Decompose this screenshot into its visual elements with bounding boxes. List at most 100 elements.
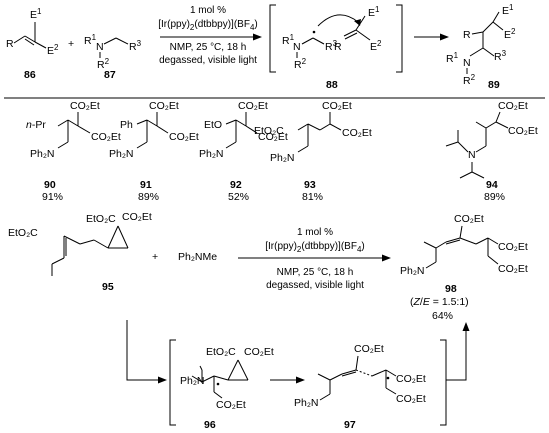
svg-text:EtO: EtO — [204, 119, 222, 131]
compound-89-structure: E1 E2 R R3 R1 N R2 — [446, 3, 516, 87]
svg-text:Ph₂N: Ph₂N — [30, 148, 55, 160]
svg-text:[Ir(ppy)2(dtbbpy)](BF4): [Ir(ppy)2(dtbbpy)](BF4) — [158, 19, 258, 32]
r-label: R — [6, 38, 14, 50]
svg-text:E2: E2 — [370, 39, 382, 53]
svg-text:CO₂Et: CO₂Et — [498, 100, 528, 112]
svg-text:R2: R2 — [463, 73, 476, 87]
svg-text:R3: R3 — [325, 39, 338, 53]
yield-98: 64% — [432, 310, 453, 322]
svg-text:NMP, 25 °C, 18 h: NMP, 25 °C, 18 h — [170, 42, 247, 53]
compound-label-91: 91 — [140, 179, 152, 191]
svg-text:Ph₂N: Ph₂N — [180, 375, 205, 387]
svg-text:CO₂Et: CO₂Et — [396, 393, 426, 405]
yield-93: 81% — [302, 191, 323, 203]
svg-text:CO₂Et: CO₂Et — [122, 211, 152, 223]
yield-90: 91% — [42, 191, 63, 203]
arrowhead — [253, 33, 262, 41]
svg-text:E1: E1 — [502, 3, 514, 17]
svg-text:degassed, visible light: degassed, visible light — [159, 55, 257, 66]
compound-93-structure: CO₂Et CO₂Et EtO₂C Ph₂N — [254, 100, 372, 164]
compound-label-96: 96 — [204, 419, 216, 431]
svg-text:R2: R2 — [294, 57, 307, 71]
compound-88-structure: R1 N R2 R3 E1 E2 R — [282, 5, 382, 71]
svg-text:NMP, 25 °C, 18 h: NMP, 25 °C, 18 h — [277, 267, 354, 278]
svg-text:CO₂Et: CO₂Et — [396, 373, 426, 385]
yield-92: 52% — [228, 191, 249, 203]
reagent-ph2nme: Ph₂NMe — [178, 251, 217, 263]
mid-conditions: 1 mol % [Ir(ppy)2(dtbbpy)](BF4) NMP, 25 … — [265, 227, 365, 291]
svg-text:CO₂Et: CO₂Et — [149, 100, 179, 112]
plus-sign-2: + — [152, 251, 158, 263]
svg-text:CO₂Et: CO₂Et — [258, 131, 288, 143]
compound-label-88: 88 — [326, 79, 338, 91]
compound-96-structure: EtO₂C CO₂Et CO₂Et Ph₂N — [180, 346, 274, 411]
svg-text:CO₂Et: CO₂Et — [244, 346, 274, 358]
svg-text:CO₂Et: CO₂Et — [169, 131, 199, 143]
svg-text:Ph₂N: Ph₂N — [400, 265, 425, 277]
bracket-right — [396, 4, 403, 73]
compound-97-structure: CO₂Et CO₂Et CO₂Et Ph₂N — [294, 343, 426, 409]
compound-label-98: 98 — [445, 283, 457, 295]
svg-text:n-Pr: n-Pr — [26, 119, 46, 131]
svg-text:N: N — [468, 149, 476, 161]
svg-text:CO₂Et: CO₂Et — [342, 127, 372, 139]
svg-text:CO₂Et: CO₂Et — [216, 399, 246, 411]
svg-text:N: N — [463, 57, 471, 69]
svg-text:Ph: Ph — [120, 119, 133, 131]
svg-text:CO₂Et: CO₂Et — [91, 131, 121, 143]
svg-text:E1: E1 — [368, 5, 380, 19]
svg-text:E2: E2 — [504, 27, 516, 41]
svg-text:R3: R3 — [494, 49, 507, 63]
svg-text:EtO₂C: EtO₂C — [8, 227, 38, 239]
svg-text:Ph₂N: Ph₂N — [294, 397, 319, 409]
compound-98-structure: CO₂Et CO₂Et CO₂Et Ph₂N — [400, 213, 528, 277]
mech-bracket-right — [440, 339, 447, 426]
compound-label-92: 92 — [230, 179, 242, 191]
svg-text:CO₂Et: CO₂Et — [508, 125, 538, 137]
flow-line-to-96 — [126, 320, 160, 381]
svg-text:R1: R1 — [446, 51, 459, 65]
compound-label-86: 86 — [24, 69, 36, 81]
svg-text:Ph₂N: Ph₂N — [199, 148, 224, 160]
svg-text:R: R — [334, 41, 342, 53]
compound-label-94: 94 — [486, 179, 498, 191]
svg-text:R1: R1 — [282, 33, 295, 47]
compound-87-structure: R1 N R2 R3 — [84, 33, 142, 71]
flow-line-to-98 — [446, 330, 467, 381]
svg-text:degassed, visible light: degassed, visible light — [266, 280, 364, 291]
compound-label-87: 87 — [104, 69, 116, 81]
compound-92-structure: EtO CO₂Et CO₂Et Ph₂N — [199, 100, 288, 160]
compound-94-structure: CO₂Et CO₂Et N — [445, 100, 538, 179]
svg-text:CO₂Et: CO₂Et — [322, 100, 352, 112]
mech-bracket-left — [169, 339, 176, 426]
svg-text:1 mol %: 1 mol % — [297, 227, 333, 238]
compound-90-structure: n-Pr CO₂Et CO₂Et Ph₂N — [26, 100, 121, 160]
yield-91: 89% — [138, 191, 159, 203]
plus-sign: + — [68, 38, 74, 50]
svg-text:1 mol %: 1 mol % — [190, 5, 226, 16]
compound-91-structure: Ph CO₂Et CO₂Et Ph₂N — [109, 100, 199, 160]
svg-text:CO₂Et: CO₂Et — [454, 213, 484, 225]
svg-text:N: N — [293, 41, 301, 53]
compound-label-97: 97 — [344, 419, 356, 431]
svg-text:R: R — [463, 29, 471, 41]
svg-text:CO₂Et: CO₂Et — [498, 241, 528, 253]
svg-text:EtO₂C: EtO₂C — [206, 346, 236, 358]
svg-text:EtO₂C: EtO₂C — [254, 125, 284, 137]
r2-label: R2 — [97, 57, 110, 71]
top-conditions: 1 mol % [Ir(ppy)2(dtbbpy)](BF4) NMP, 25 … — [158, 5, 258, 66]
compound-label-93: 93 — [304, 179, 316, 191]
svg-text:Ph₂N: Ph₂N — [270, 152, 295, 164]
r1-label: R1 — [84, 33, 97, 47]
svg-text:[Ir(ppy)2(dtbbpy)](BF4): [Ir(ppy)2(dtbbpy)](BF4) — [265, 241, 365, 254]
svg-text:Ph₂N: Ph₂N — [109, 148, 134, 160]
svg-text:CO₂Et: CO₂Et — [70, 100, 100, 112]
svg-text:CO₂Et: CO₂Et — [238, 100, 268, 112]
compound-86-structure: R E1 E2 — [6, 7, 59, 57]
compound-label-95: 95 — [102, 281, 114, 293]
e1-label: E1 — [30, 7, 42, 21]
svg-text:CO₂Et: CO₂Et — [498, 263, 528, 275]
bracket-left — [269, 4, 276, 73]
compound-95-structure: EtO₂C CO₂Et EtO₂C — [8, 211, 152, 276]
